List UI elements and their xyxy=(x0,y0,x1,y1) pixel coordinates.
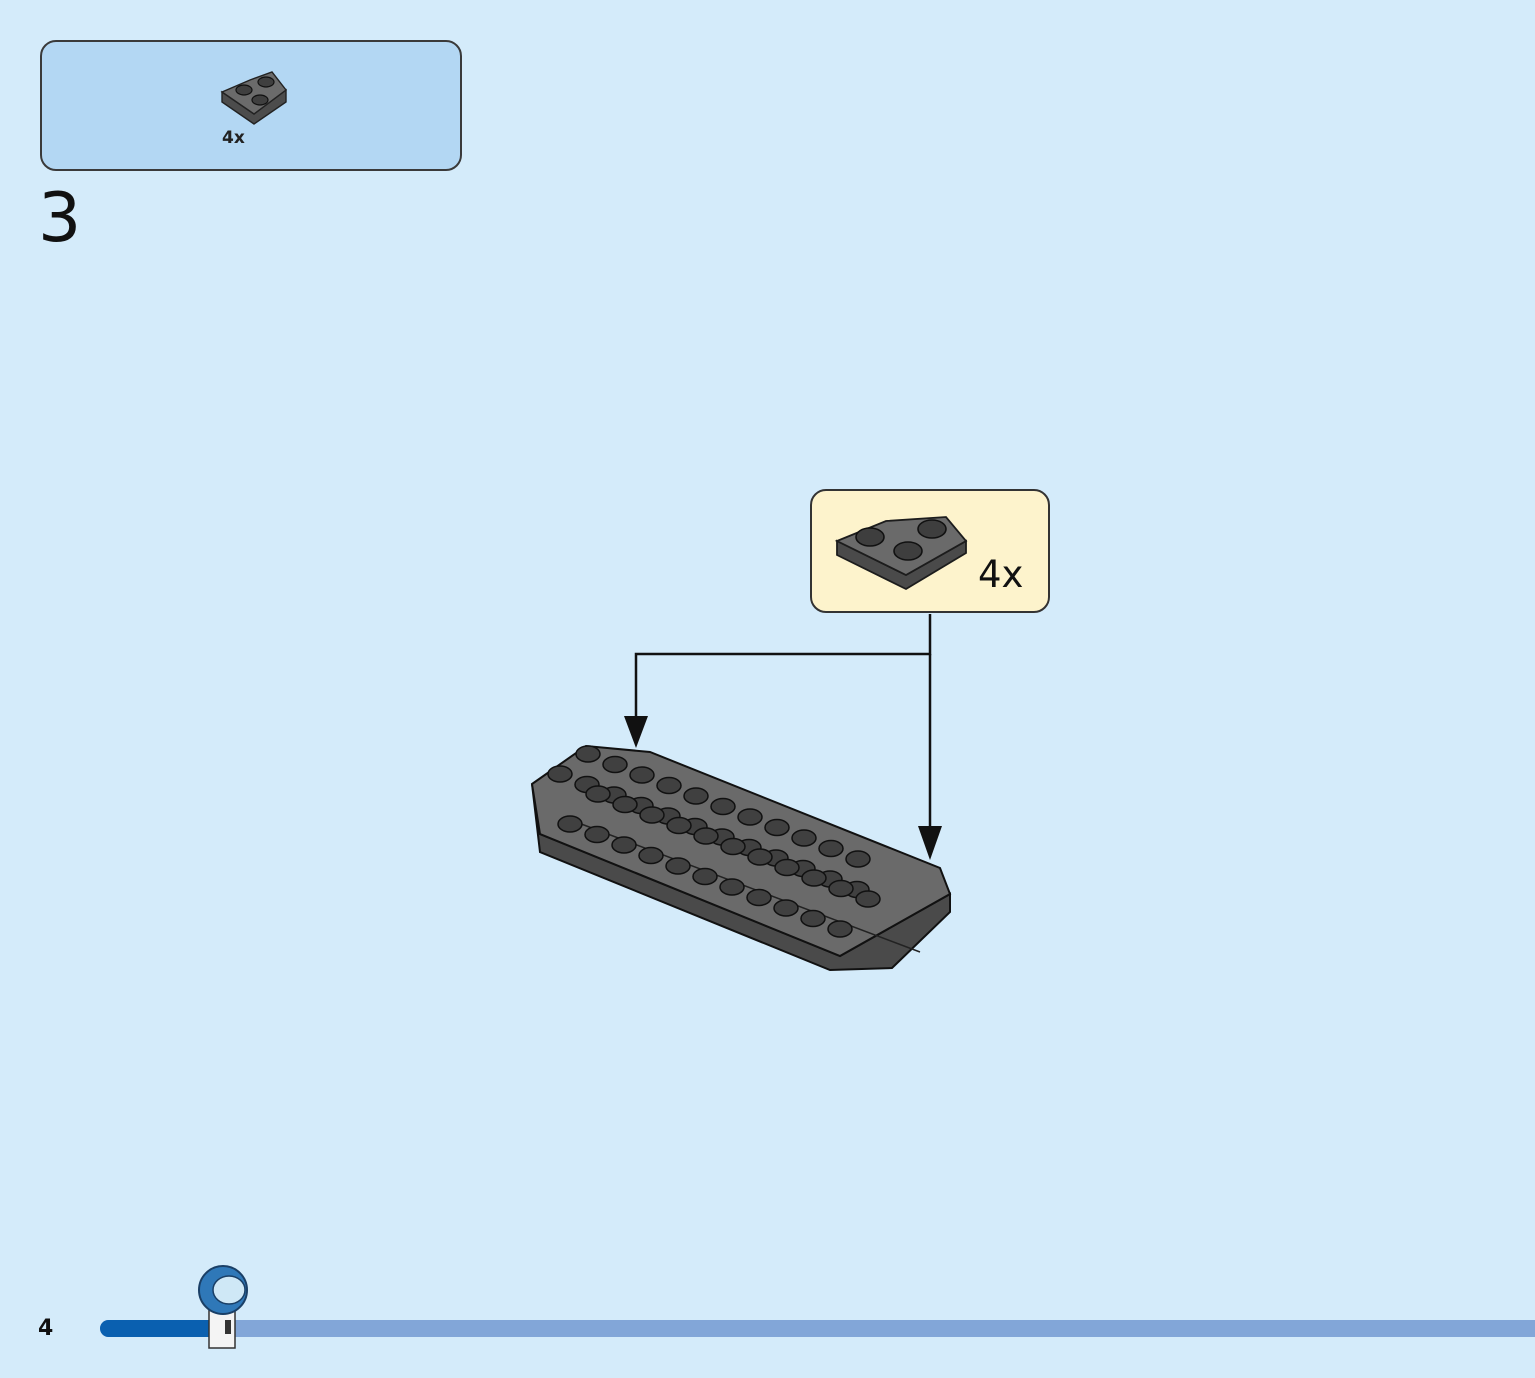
stud xyxy=(693,827,719,845)
stud xyxy=(737,808,763,826)
stud xyxy=(611,836,637,854)
assembly-illustration xyxy=(530,614,952,972)
stud xyxy=(584,825,610,844)
page-number: 4 xyxy=(38,1316,54,1341)
placement-arrows xyxy=(634,614,932,830)
step-number: 3 xyxy=(38,179,82,258)
stud xyxy=(845,850,871,868)
arrow-head-icon xyxy=(624,716,648,748)
stud xyxy=(774,858,800,877)
stud xyxy=(683,787,709,805)
stud xyxy=(612,795,638,814)
stud xyxy=(773,899,799,917)
stud xyxy=(547,765,573,783)
parts-list-box: 4x xyxy=(40,40,462,171)
astronaut-minifigure-icon xyxy=(198,1265,248,1349)
stud xyxy=(710,797,736,816)
stud xyxy=(800,909,826,928)
stud xyxy=(828,879,854,898)
stud xyxy=(557,815,583,833)
stud xyxy=(639,806,665,824)
parts-list-quantity: 4x xyxy=(222,128,245,148)
stud xyxy=(747,848,773,866)
stud xyxy=(827,920,853,938)
stud xyxy=(575,745,601,763)
callout-quantity: 4x xyxy=(978,553,1024,596)
sub-step-callout: 4x xyxy=(810,489,1050,613)
stud xyxy=(638,846,664,865)
assembled-plate-icon xyxy=(530,744,952,972)
stud xyxy=(666,816,692,835)
progress-bar-fill xyxy=(100,1320,215,1337)
stud xyxy=(818,839,844,858)
stud xyxy=(665,857,691,875)
stud xyxy=(585,785,611,803)
stud xyxy=(692,867,718,886)
stud xyxy=(602,755,628,774)
stud xyxy=(720,837,746,856)
wedge-plate-icon xyxy=(220,71,287,125)
stud xyxy=(791,829,817,847)
stud xyxy=(801,869,827,887)
arrow-head-icon xyxy=(918,826,942,860)
progress-bar xyxy=(100,1320,1535,1337)
wedge-plate-icon xyxy=(834,516,968,591)
stud xyxy=(719,878,745,896)
stud xyxy=(746,888,772,907)
stud xyxy=(656,776,682,795)
stud xyxy=(855,890,881,908)
stud xyxy=(629,766,655,784)
stud xyxy=(764,818,790,837)
